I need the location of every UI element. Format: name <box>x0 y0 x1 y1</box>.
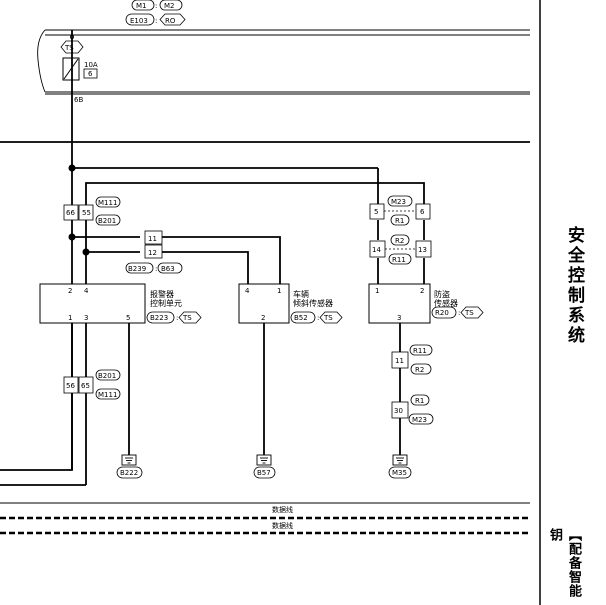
j7-pin: 30 <box>394 407 403 415</box>
connector-ro-label: RO <box>165 17 176 25</box>
j6-conn-a: R11 <box>413 347 427 355</box>
svg-text::: : <box>317 314 319 322</box>
ground-b57: B57 <box>253 454 276 479</box>
j5-conn-a: B201 <box>98 372 116 380</box>
svg-text::: : <box>176 314 178 322</box>
j2-conn-b: B63 <box>161 265 175 273</box>
ground-b57-label: B57 <box>257 469 271 477</box>
j4-conn-b: R11 <box>392 256 406 264</box>
j7-conn-a: R1 <box>415 397 424 405</box>
connector-e103-label: E103 <box>130 17 148 25</box>
j1-conn-a: M111 <box>98 199 117 207</box>
alarm-name-1: 报警器 <box>150 289 174 299</box>
theft-sensor: 1 2 3 防盗 传感器 R20 : TS <box>368 283 484 324</box>
ground-b222-label: B222 <box>120 469 138 477</box>
theft-name-2: 传感器 <box>434 298 458 308</box>
j3-pin-b: 6 <box>420 208 425 216</box>
ground-b222: B222 <box>116 454 143 479</box>
j5-pin-a: 56 <box>66 382 75 390</box>
j1-pin-b: 55 <box>82 209 91 217</box>
j5-pin-b: 65 <box>81 382 90 390</box>
supply-ts-label: TS <box>64 44 74 52</box>
section-title: 安全控制系统 <box>564 226 584 346</box>
joint-j4: 14 13 R2 R11 <box>369 234 432 265</box>
j2-pin-b: 12 <box>148 249 157 257</box>
joint-j5: 56 65 B201 M111 <box>63 369 121 400</box>
theft-connector: R20 <box>435 309 449 317</box>
lower-wires <box>71 323 401 485</box>
svg-text::: : <box>155 265 157 273</box>
alarm-pin1: 1 <box>68 314 72 322</box>
tilt-sensor: 4 1 2 车辆 倾斜传感器 B52 : TS <box>238 283 343 324</box>
j2-conn-a: B239 <box>128 265 146 273</box>
j6-conn-b: R2 <box>415 366 424 374</box>
alarm-ts: TS <box>182 314 192 322</box>
j6-pin: 11 <box>395 357 404 365</box>
j5-conn-b: M111 <box>98 391 117 399</box>
joint-j6: 11 R11 R2 <box>391 344 433 375</box>
theft-pin1: 1 <box>375 287 379 295</box>
connector-m2-label: M2 <box>164 2 175 10</box>
svg-text::: : <box>458 309 460 317</box>
j1-conn-b: B201 <box>98 217 116 225</box>
ground-m35-label: M35 <box>392 469 407 477</box>
theft-name-1: 防盗 <box>434 289 450 299</box>
alarm-control-unit: 2 4 1 3 5 报警器 控制单元 B223 : TS <box>39 283 202 324</box>
j4-conn-a: R2 <box>395 237 404 245</box>
fuse-number: 6 <box>88 70 93 78</box>
j3-conn-a: M23 <box>391 198 406 206</box>
tilt-name-2: 倾斜传感器 <box>293 298 333 308</box>
supply-frame <box>37 29 530 95</box>
tilt-pin2: 2 <box>261 314 265 322</box>
j4-pin-b: 13 <box>418 246 427 254</box>
tilt-pin1: 1 <box>277 287 281 295</box>
tilt-name-1: 车辆 <box>293 289 309 299</box>
top-connectors: M1 : M2 E103 : RO <box>125 0 186 26</box>
joint-j3: 5 6 M23 R1 <box>369 195 431 226</box>
joint-j1: 66 55 M111 B201 <box>63 196 121 226</box>
alarm-connector: B223 <box>150 314 168 322</box>
svg-text::: : <box>155 17 157 25</box>
alarm-pin3: 3 <box>84 314 88 322</box>
j4-pin-a: 14 <box>372 246 381 254</box>
alarm-name-2: 控制单元 <box>150 298 182 308</box>
power-wires <box>72 167 425 284</box>
svg-text::: : <box>155 2 157 10</box>
theft-pin2: 2 <box>420 287 424 295</box>
fuse-rating: 10A <box>84 61 98 69</box>
j2-pin-a: 11 <box>148 235 157 243</box>
theft-pin3: 3 <box>397 314 401 322</box>
connector-m1-label: M1 <box>136 2 147 10</box>
section-tab: 【配备智能钥 <box>547 528 581 598</box>
bus-label-2: 数据线 <box>272 521 293 530</box>
j3-conn-b: R1 <box>395 217 404 225</box>
alarm-pin2: 2 <box>68 287 72 295</box>
joint-j7: 30 R1 M23 <box>391 394 434 425</box>
bus-label-1: 数据线 <box>272 505 293 514</box>
j1-pin-a: 66 <box>66 209 75 217</box>
alarm-pin5: 5 <box>126 314 130 322</box>
joint-j2: 11 12 B239 : B63 <box>125 230 183 274</box>
theft-ts: TS <box>464 309 474 317</box>
j7-conn-b: M23 <box>412 416 427 424</box>
data-bus: 数据线 数据线 <box>0 502 530 535</box>
alarm-pin4: 4 <box>84 287 89 295</box>
ground-m35: M35 <box>388 454 412 479</box>
j3-pin-a: 5 <box>374 208 378 216</box>
tilt-connector: B52 <box>294 314 308 322</box>
tilt-ts: TS <box>323 314 333 322</box>
tilt-pin4: 4 <box>245 287 250 295</box>
junction-label: 6B <box>74 96 83 104</box>
